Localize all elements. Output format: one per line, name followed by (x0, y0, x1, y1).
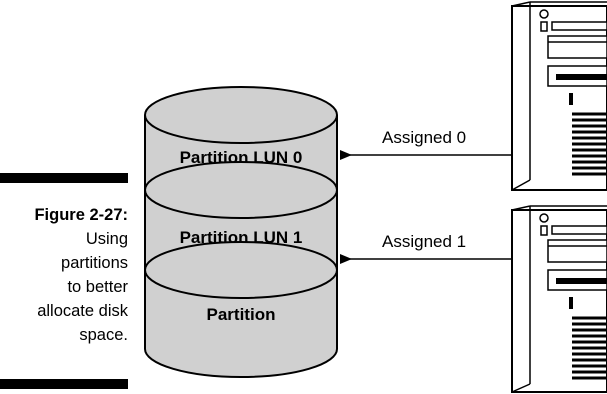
caption-line: to better (67, 278, 128, 296)
figure-number: Figure 2-27: (34, 206, 128, 224)
partition-divider (144, 189, 338, 219)
partition-label-0: Partition LUN 0 (180, 148, 303, 167)
caption-top-rule (0, 173, 128, 183)
disk-cylinder (144, 86, 338, 378)
figure-caption: Figure 2-27: Using partitions to better … (0, 203, 128, 347)
partition-label-1: Partition LUN 1 (180, 228, 303, 247)
caption-line: allocate disk (37, 302, 128, 320)
caption-bottom-rule (0, 379, 128, 389)
caption-line: partitions (61, 254, 128, 272)
partition-divider-back (144, 241, 338, 271)
disk-top (144, 86, 338, 144)
assignment-label-0: Assigned 0 (382, 128, 466, 147)
caption-line: Using (85, 230, 128, 248)
assignment-label-1: Assigned 1 (382, 232, 466, 251)
server-tower-icon (511, 205, 607, 393)
partition-label-2: Partition (207, 305, 276, 324)
partition-divider-back (144, 161, 338, 191)
caption-line: space. (79, 326, 128, 344)
server-tower-icon (511, 1, 607, 191)
disk-body (144, 115, 338, 378)
partition-divider (144, 269, 338, 299)
